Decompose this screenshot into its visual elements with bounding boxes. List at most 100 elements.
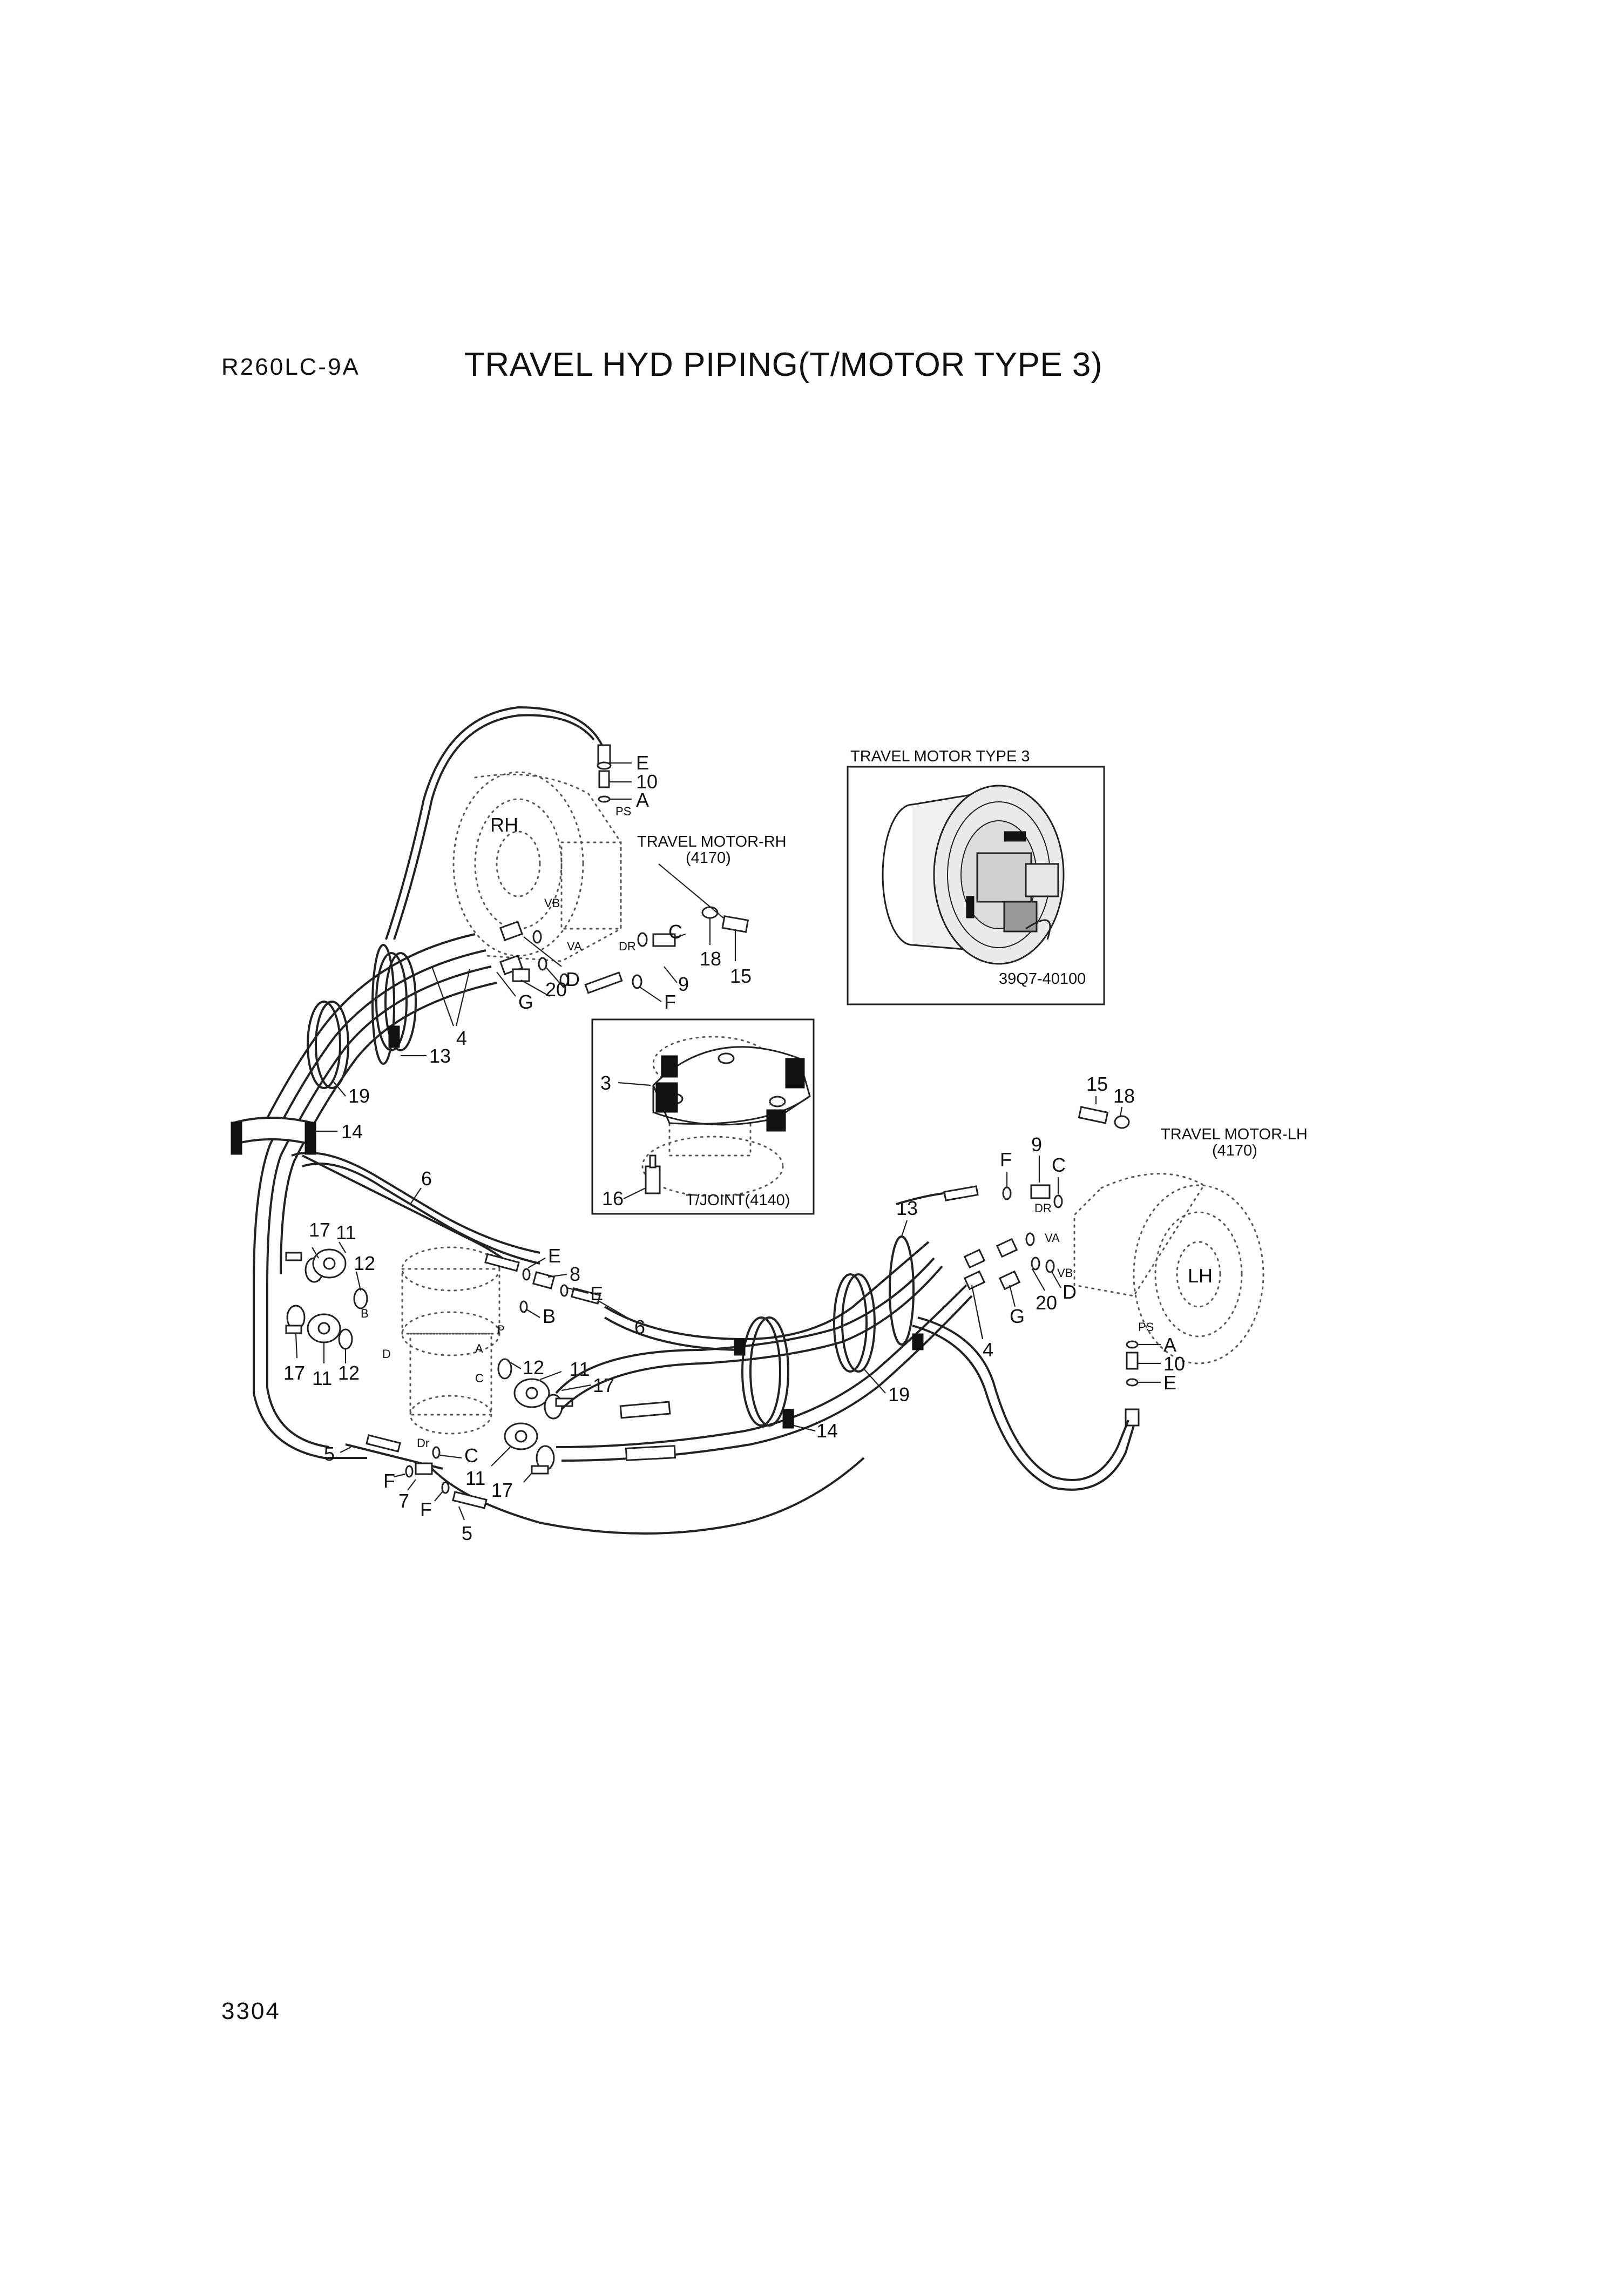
motor-rh-tag: RH (490, 814, 518, 836)
callout-left-12b: 12 (338, 1362, 360, 1384)
callout-rh-20: 20 (545, 978, 567, 1001)
callout-lh-g: G (1010, 1305, 1025, 1327)
swivel-port-p: P (497, 1323, 505, 1336)
motor-rh-name: TRAVEL MOTOR-RH (637, 833, 787, 850)
travel-motor-rh: RH TRAVEL MOTOR-RH (4170) PS VB VA DR (452, 771, 787, 962)
lh-top-fittings: 15 18 F 9 C (1000, 1073, 1135, 1208)
travel-motor-lh: LH TRAVEL MOTOR-LH (4170) PS VA VB DR (1034, 1126, 1308, 1364)
motor-lh-code: (4170) (1212, 1142, 1257, 1159)
inset-joint-caption: T/JOINT(4140) (686, 1192, 790, 1209)
swivel-port-b: B (361, 1307, 369, 1320)
center-swivel-joint: A B C D P Dr (361, 1246, 505, 1450)
clamp-14-left: 14 (231, 1117, 363, 1155)
callout-rh-e: E (636, 752, 649, 774)
callout-center-5b: 5 (462, 1522, 472, 1544)
rh-drain-fittings: C 18 15 9 F (632, 863, 752, 1013)
callout-lh-20: 20 (1036, 1292, 1057, 1314)
callout-lh-10: 10 (1163, 1353, 1185, 1375)
callout-rh-18: 18 (700, 948, 721, 970)
callout-center-8: 8 (570, 1263, 580, 1285)
center-fittings: E 8 E 6 B (484, 1245, 645, 1338)
callout-left-17b: 17 (283, 1362, 305, 1384)
callout-left-17a: 17 (309, 1219, 330, 1241)
port-dr-lh: DR (1034, 1201, 1052, 1215)
callout-joint-16: 16 (602, 1187, 624, 1210)
callout-lh-a: A (1163, 1334, 1176, 1356)
inset-travel-motor-type3: TRAVEL MOTOR TYPE 3 39Q7-40100 (847, 748, 1105, 1005)
clamps-right: 14 19 13 (734, 1197, 924, 1442)
callout-center-b: B (543, 1305, 556, 1327)
callout-lh-9: 9 (1031, 1133, 1042, 1156)
flanges-left: 17 11 12 17 11 12 (283, 1219, 375, 1389)
callout-center-12: 12 (523, 1356, 544, 1379)
lh-port-fittings: G 20 D 4 (896, 1185, 1077, 1361)
callout-center-c: C (464, 1444, 478, 1467)
rh-fitting-stack: E 10 A (597, 744, 658, 811)
callout-lh-4: 4 (983, 1339, 993, 1361)
callout-rh-a: A (636, 789, 649, 811)
callout-center-f2: F (420, 1498, 432, 1521)
callout-center-19: 19 (888, 1383, 910, 1406)
callout-center-f1: F (383, 1470, 395, 1492)
callout-center-11b: 11 (465, 1467, 485, 1489)
callout-lh-d: D (1063, 1281, 1077, 1303)
callout-rh-d: D (566, 968, 580, 990)
inset-motor-part-number: 39Q7-40100 (999, 970, 1086, 988)
callout-rh-10: 10 (636, 771, 658, 793)
rh-port-fittings: D 20 G (496, 920, 623, 1013)
callout-rh-15: 15 (730, 965, 752, 987)
callout-center-7: 7 (398, 1490, 409, 1512)
clamps-left: 19 (307, 952, 417, 1107)
swivel-port-dr: Dr (417, 1436, 429, 1450)
port-dr-rh: DR (619, 940, 636, 953)
clamp-13-rh: 13 4 (371, 944, 471, 1067)
hose-bundle-right (555, 1241, 973, 1462)
callout-center-e2: E (590, 1282, 603, 1305)
callout-lh-15: 15 (1086, 1073, 1108, 1095)
inset-motor-title: TRAVEL MOTOR TYPE 3 (850, 748, 1030, 765)
lh-bottom-fittings: A 10 E (912, 1316, 1185, 1491)
callout-center-5a: 5 (324, 1443, 335, 1465)
inset-turning-joint: 3 16 T/JOINT(4140) (591, 1018, 815, 1215)
swivel-port-a: A (475, 1342, 483, 1355)
port-ps-rh: PS (615, 805, 631, 818)
callout-left-11a: 11 (336, 1221, 356, 1244)
port-vb-lh: VB (1057, 1266, 1073, 1280)
callout-center-11a: 11 (570, 1358, 590, 1380)
page-number: 3304 (221, 1998, 281, 2024)
callout-left-6: 6 (421, 1167, 432, 1190)
swivel-port-c: C (475, 1372, 484, 1385)
hose-rh-top (393, 714, 595, 940)
callout-rh-13: 13 (429, 1045, 451, 1067)
callout-rh-c: C (668, 921, 682, 943)
flanges-center: 12 11 17 17 11 (465, 1356, 614, 1501)
motor-rh-code: (4170) (686, 849, 731, 867)
callout-lh-f: F (1000, 1149, 1012, 1171)
callout-left-12a: 12 (354, 1252, 375, 1274)
callout-rh-9: 9 (678, 973, 689, 995)
port-ps-lh: PS (1138, 1320, 1154, 1334)
port-va-lh: VA (1045, 1231, 1060, 1245)
callout-rh-4: 4 (456, 1027, 467, 1049)
motor-lh-name: TRAVEL MOTOR-LH (1161, 1126, 1308, 1143)
hoses-5: 5 5 C F 7 F (324, 1434, 865, 1544)
callout-rh-f: F (664, 991, 676, 1013)
port-va-rh: VA (567, 940, 582, 953)
callout-left-14: 14 (341, 1120, 363, 1143)
port-vb-rh: VB (544, 896, 560, 910)
page-title: TRAVEL HYD PIPING(T/MOTOR TYPE 3) (464, 346, 1103, 383)
callout-rh-g: G (518, 991, 533, 1013)
motor-lh-tag: LH (1188, 1265, 1213, 1287)
callout-center-14: 14 (816, 1420, 838, 1442)
callout-lh-18: 18 (1113, 1085, 1135, 1107)
swivel-port-d: D (382, 1347, 391, 1361)
hose-bundle-left (253, 933, 540, 1459)
callout-center-e1: E (548, 1245, 561, 1267)
callout-left-11b: 11 (312, 1367, 332, 1389)
callout-center-17b: 17 (491, 1479, 513, 1501)
callout-lh-e: E (1163, 1372, 1176, 1394)
callout-joint-3: 3 (600, 1072, 611, 1094)
model-number: R260LC-9A (221, 354, 360, 380)
